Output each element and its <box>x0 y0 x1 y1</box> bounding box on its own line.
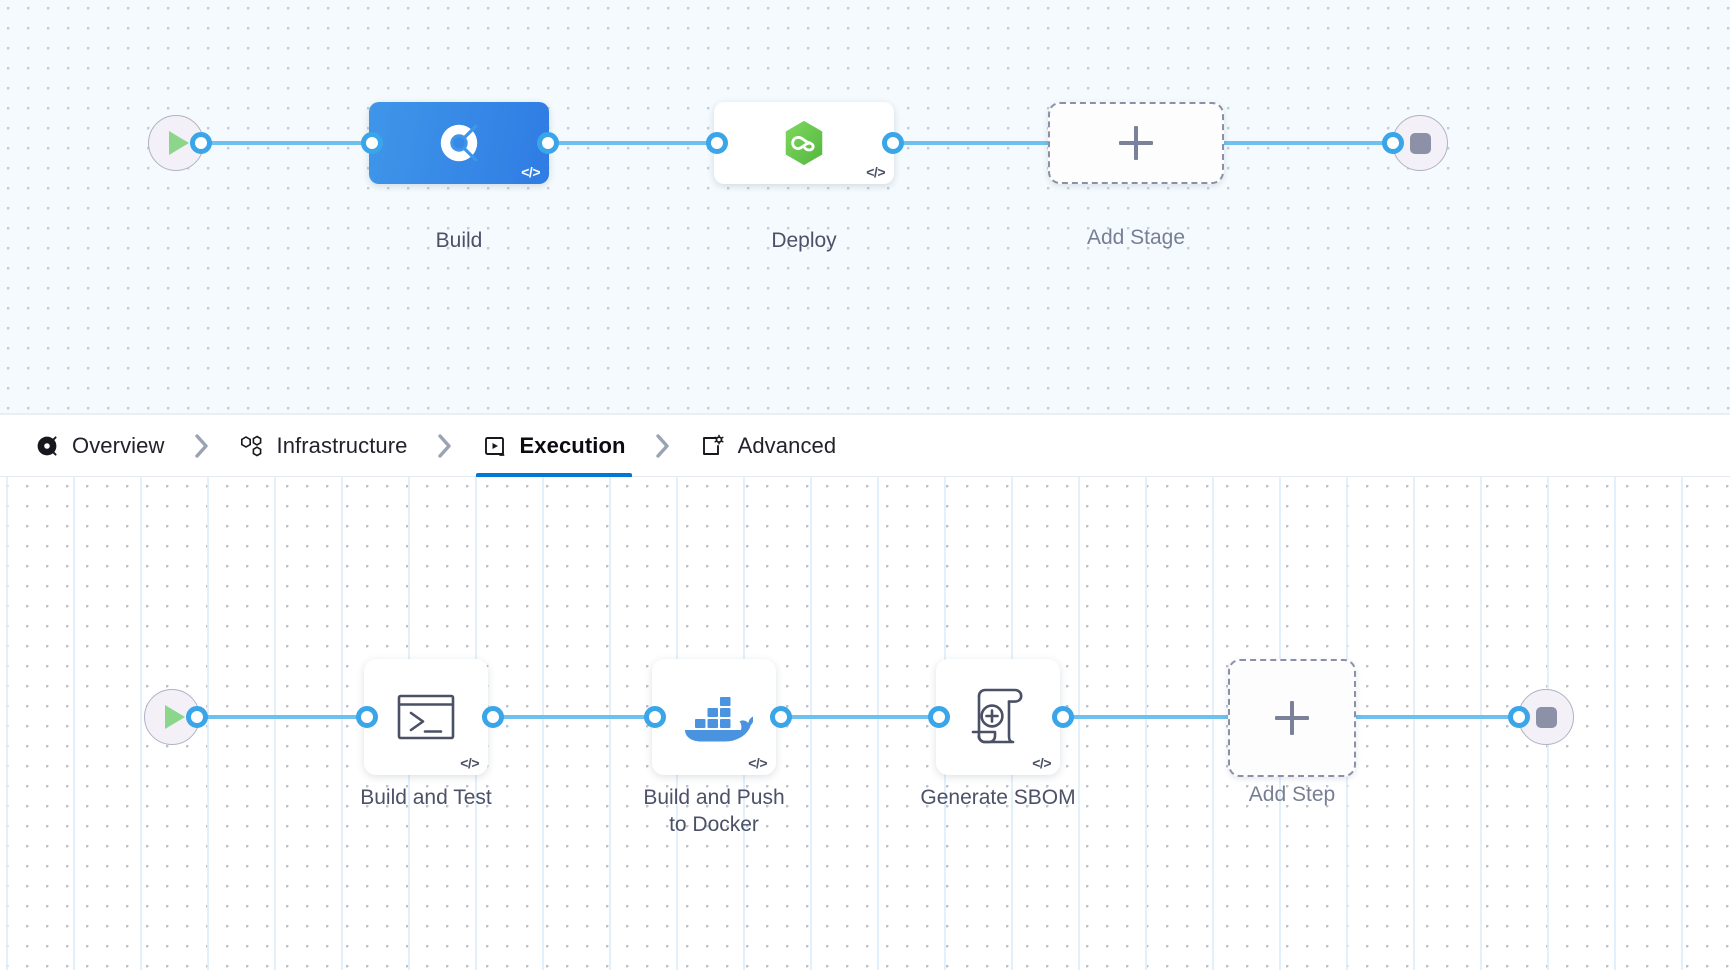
tab-overview[interactable]: Overview <box>30 415 169 477</box>
code-badge-icon: </> <box>460 755 479 771</box>
stage-node-build[interactable]: </> <box>369 102 549 184</box>
stage-node-deploy[interactable]: </> <box>714 102 894 184</box>
step-edge-bt-docker <box>490 715 670 719</box>
add-step-button[interactable] <box>1228 659 1356 777</box>
stage-edge-deploy-add <box>882 141 1067 145</box>
stage-label-deploy: Deploy <box>771 229 837 252</box>
docker-icon <box>685 697 753 742</box>
stage-edge-start-build <box>200 141 375 145</box>
stage-port-end-in[interactable] <box>1382 132 1404 154</box>
plus-icon <box>1275 701 1309 735</box>
step-port-sbom-out[interactable] <box>1052 706 1074 728</box>
tab-advanced[interactable]: Advanced <box>696 415 841 477</box>
add-stage-button[interactable] <box>1048 102 1224 184</box>
stage-label-build: Build <box>435 229 483 252</box>
code-badge-icon: </> <box>1032 755 1051 771</box>
stage-edge-build-deploy <box>545 141 720 145</box>
overview-icon <box>34 433 60 459</box>
harness-cd-icon <box>785 120 823 166</box>
tab-infrastructure[interactable]: Infrastructure <box>235 415 412 477</box>
tab-label-infrastructure: Infrastructure <box>276 432 408 458</box>
terminal-icon <box>397 694 455 740</box>
tab-label-execution: Execution <box>519 432 626 458</box>
code-badge-icon: </> <box>866 164 885 180</box>
step-port-docker-in[interactable] <box>644 706 666 728</box>
tab-label-advanced: Advanced <box>737 432 837 458</box>
stage-port-build-in[interactable] <box>361 132 383 154</box>
step-port-sbom-in[interactable] <box>928 706 950 728</box>
code-badge-icon: </> <box>521 164 540 180</box>
tab-execution[interactable]: Execution <box>475 415 632 477</box>
stop-icon <box>1535 706 1557 728</box>
pipeline-start-node[interactable] <box>148 115 204 171</box>
stop-icon <box>1409 132 1431 154</box>
stage-port-deploy-out[interactable] <box>882 132 904 154</box>
sbom-scroll-icon <box>971 688 1023 744</box>
execution-icon <box>482 433 508 459</box>
step-edge-docker-sbom <box>778 715 950 719</box>
chevron-right-icon <box>169 431 235 461</box>
step-node-build-and-test[interactable]: </> <box>364 659 488 775</box>
chevron-right-icon <box>412 431 478 461</box>
infrastructure-icon <box>239 433 265 459</box>
step-label-build-and-test: Build and Test <box>360 786 492 809</box>
step-edge-sbom-add <box>1060 715 1232 719</box>
step-edge-add-end <box>1352 715 1522 719</box>
step-port-docker-out[interactable] <box>770 706 792 728</box>
stage-port-build-out[interactable] <box>537 132 559 154</box>
stage-port-deploy-in[interactable] <box>706 132 728 154</box>
tab-label-overview: Overview <box>72 432 165 458</box>
step-port-bt-in[interactable] <box>356 706 378 728</box>
code-badge-icon: </> <box>748 755 767 771</box>
step-label-generate-sbom: Generate SBOM <box>920 786 1076 809</box>
execution-graph-canvas[interactable]: </> Build and Test </> Build and Push <box>0 477 1730 970</box>
play-icon <box>168 131 189 155</box>
plus-icon <box>1119 126 1153 160</box>
chevron-right-icon <box>630 431 696 461</box>
step-edge-start-bt <box>196 715 372 719</box>
step-port-end-in[interactable] <box>1508 706 1530 728</box>
step-port-start-out[interactable] <box>186 706 208 728</box>
step-label-build-push-docker: Build and Push to Docker <box>643 786 785 836</box>
stage-graph-canvas[interactable]: </> Build </> Deploy <box>0 0 1730 415</box>
step-node-build-push-docker[interactable]: </> <box>652 659 776 775</box>
play-icon <box>164 705 185 729</box>
stage-edge-add-end <box>1222 141 1417 145</box>
add-step-label: Add Step <box>1248 783 1336 806</box>
harness-ci-icon <box>440 124 478 162</box>
add-stage-label: Add Stage <box>1086 226 1186 249</box>
step-node-generate-sbom[interactable]: </> <box>936 659 1060 775</box>
advanced-icon <box>700 433 726 459</box>
step-port-bt-out[interactable] <box>482 706 504 728</box>
stage-config-tabbar: Overview Infrastructure <box>0 415 1730 477</box>
stage-port-start-out[interactable] <box>190 132 212 154</box>
